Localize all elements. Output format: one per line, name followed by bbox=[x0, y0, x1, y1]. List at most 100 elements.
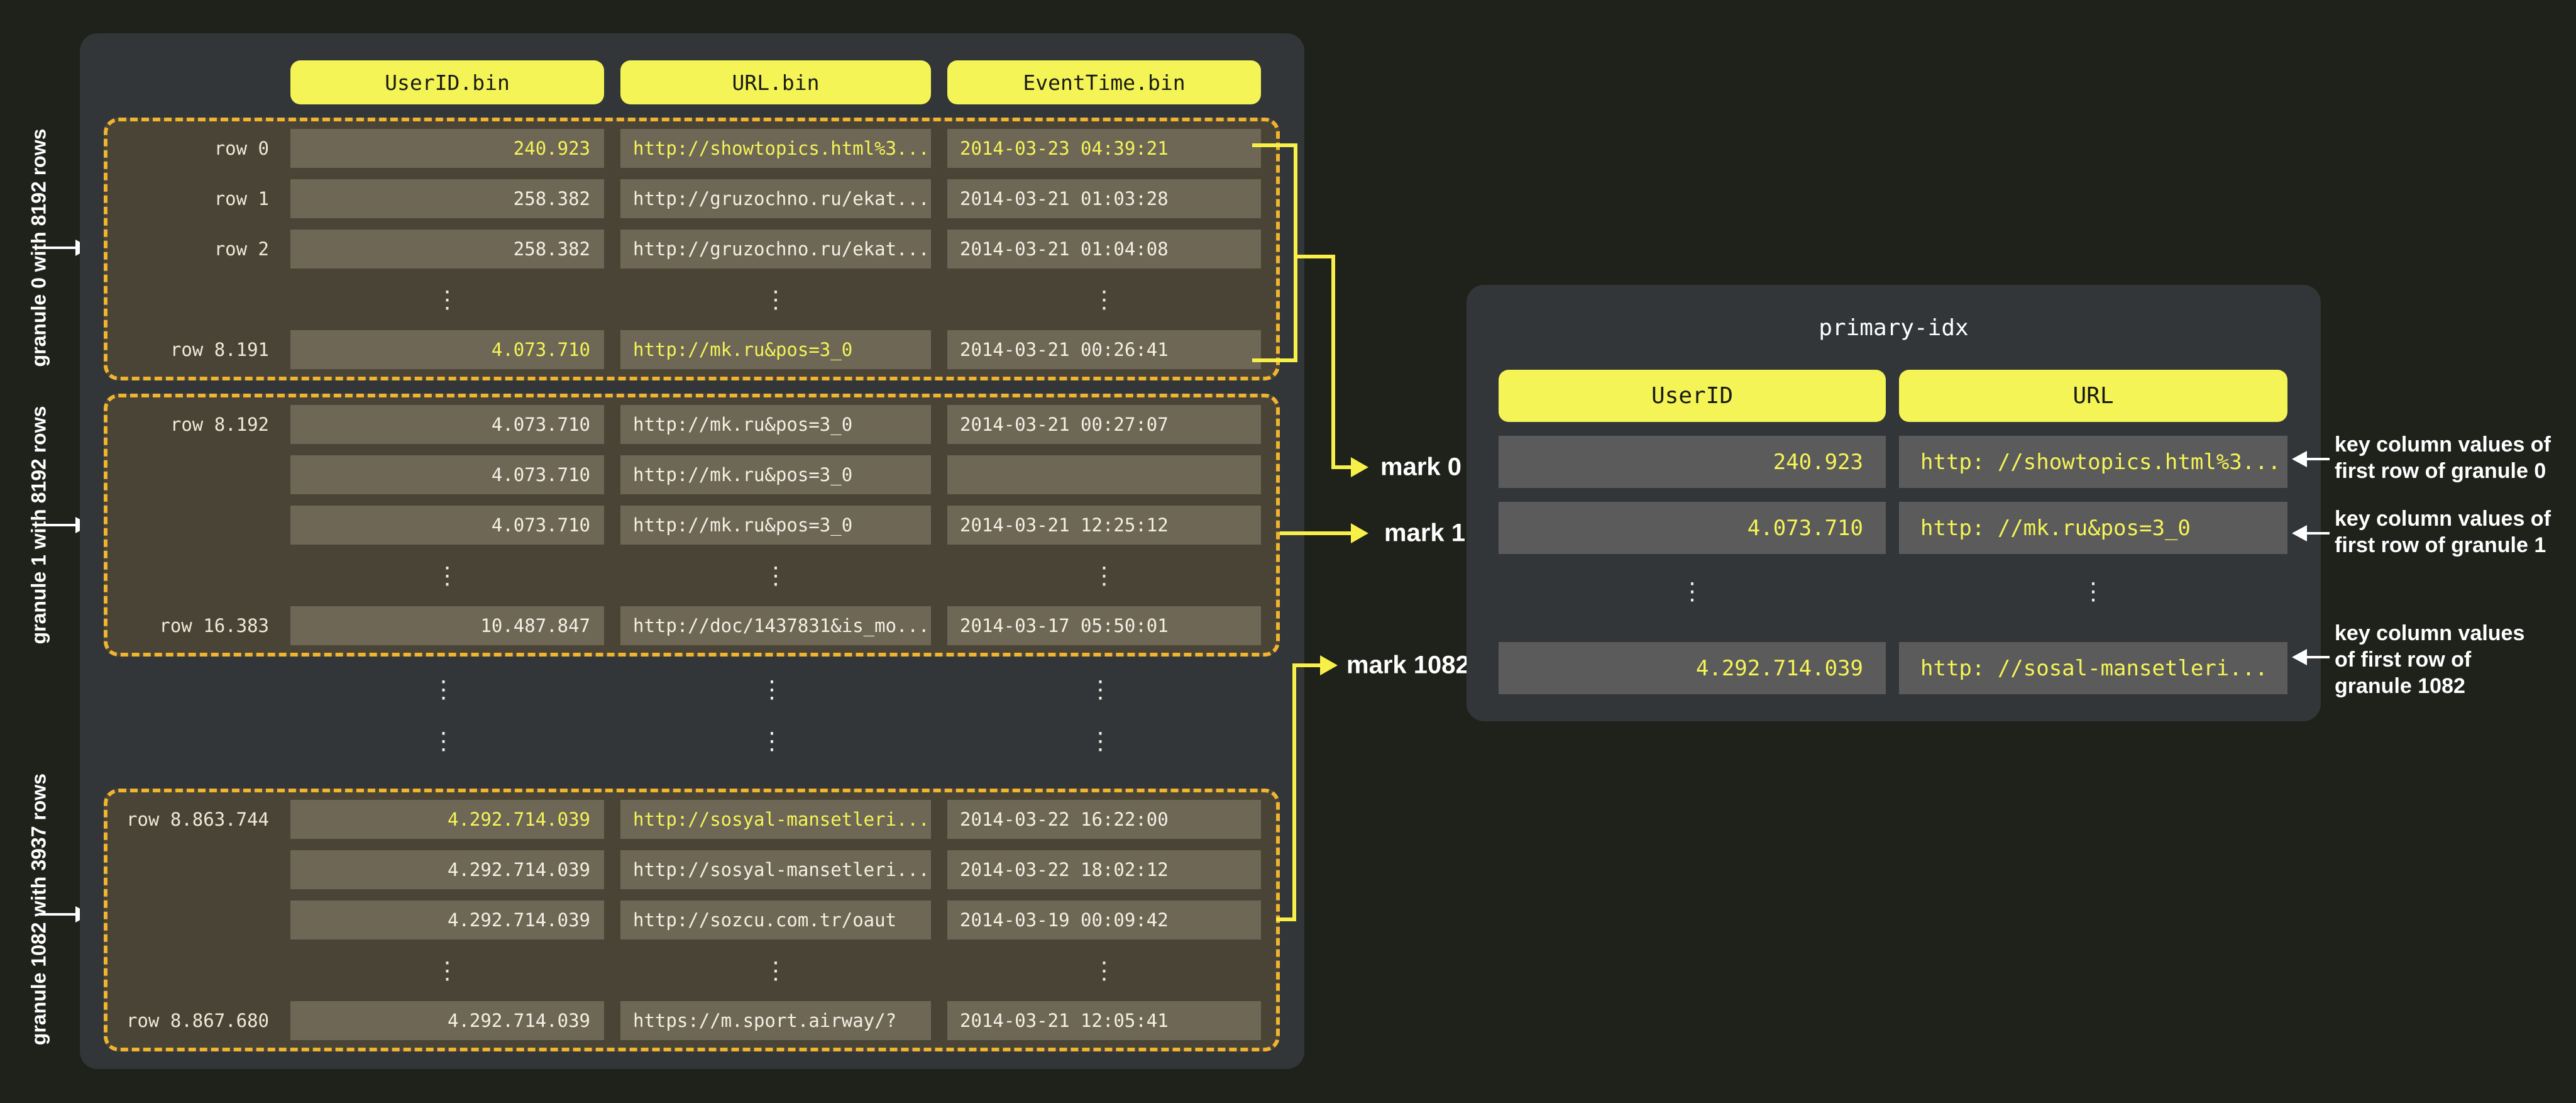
ellipsis: ⋮ bbox=[764, 956, 788, 984]
ellipsis: ⋮ bbox=[760, 675, 784, 703]
dots-row: ⋮ ⋮ ⋮ bbox=[104, 721, 1280, 760]
ellipsis: ⋮ bbox=[2081, 577, 2105, 605]
eventtime-cell: 2014-03-21 00:27:07 bbox=[947, 405, 1261, 444]
granule-gap: ⋮⋮⋮⋮⋮⋮ bbox=[104, 657, 1280, 773]
row-label: row 8.191 bbox=[170, 339, 269, 360]
row-label: row 16.383 bbox=[159, 615, 269, 636]
mark-1082-line-h bbox=[1292, 663, 1321, 667]
eventtime-cell: 2014-03-21 01:04:08 bbox=[947, 230, 1261, 269]
dots-row: ⋮⋮ bbox=[1499, 554, 2321, 628]
mark-1-line bbox=[1280, 531, 1351, 535]
row-label: row 0 bbox=[214, 138, 269, 159]
userid-cell: 4.073.710 bbox=[290, 506, 604, 545]
userid-cell: 4.292.714.039 bbox=[290, 1001, 604, 1040]
index-header-userid: UserID bbox=[1499, 370, 1886, 422]
mark-1082-stub bbox=[1276, 917, 1296, 921]
eventtime-cell: 2014-03-22 16:22:00 bbox=[947, 800, 1261, 839]
ellipsis: ⋮ bbox=[760, 727, 784, 755]
ellipsis: ⋮ bbox=[1092, 562, 1116, 589]
url-cell: http://sosyal-mansetleri... bbox=[620, 800, 931, 839]
userid-cell: 4.292.714.039 bbox=[290, 850, 604, 889]
url-cell: http://sozcu.com.tr/oaut bbox=[620, 901, 931, 939]
userid-cell: 4.073.710 bbox=[290, 330, 604, 369]
eventtime-cell: 2014-03-21 01:03:28 bbox=[947, 179, 1261, 218]
mark-1082-arrow-icon bbox=[1320, 655, 1338, 675]
annotation-1-arrow-line bbox=[2306, 532, 2330, 535]
url-cell: https://m.sport.airway/? bbox=[620, 1001, 931, 1040]
url-cell: http://showtopics.html%3... bbox=[620, 129, 931, 168]
dots-row: ⋮⋮⋮ bbox=[107, 951, 1276, 990]
mark-0-line bbox=[1331, 465, 1351, 469]
row-label: row 1 bbox=[214, 188, 269, 209]
ellipsis: ⋮ bbox=[431, 727, 456, 755]
url-cell: http://mk.ru&pos=3_0 bbox=[620, 506, 931, 545]
mark-0-bracket-line bbox=[1294, 143, 1297, 362]
annotation-line: key column values bbox=[2335, 621, 2525, 645]
mark-1-arrow-icon bbox=[1351, 523, 1368, 543]
granule-1082-arrow-line bbox=[40, 913, 75, 916]
annotation-line: granule 1082 bbox=[2335, 674, 2465, 698]
ellipsis: ⋮ bbox=[1680, 577, 1704, 605]
userid-cell: 4.292.714.039 bbox=[290, 800, 604, 839]
table-row: row 8.867.680 4.292.714.039 https://m.spor… bbox=[107, 1001, 1276, 1040]
url-cell: http: //mk.ru&pos=3_0 bbox=[1899, 502, 2287, 554]
mark-0-branch-v bbox=[1331, 255, 1335, 465]
mark-0-arrow-icon bbox=[1351, 457, 1368, 477]
row-label: row 2 bbox=[214, 238, 269, 260]
mark-1082-label: mark 1082 bbox=[1346, 651, 1470, 679]
userid-cell: 4.292.714.039 bbox=[1499, 642, 1886, 694]
eventtime-cell: 2014-03-22 18:02:12 bbox=[947, 850, 1261, 889]
eventtime-cell: 2014-03-23 04:39:21 bbox=[947, 129, 1261, 168]
eventtime-cell: 2014-03-17 05:50:01 bbox=[947, 606, 1261, 645]
index-header-url: URL bbox=[1899, 370, 2287, 422]
column-header-url-bin: URL.bin bbox=[620, 60, 931, 104]
ellipsis: ⋮ bbox=[1088, 675, 1113, 703]
userid-cell: 4.073.710 bbox=[290, 455, 604, 494]
ellipsis: ⋮ bbox=[764, 285, 788, 313]
ellipsis: ⋮ bbox=[1088, 727, 1113, 755]
table-row: row 16.383 10.487.847 http://doc/1437831&i… bbox=[107, 606, 1276, 645]
mark-0-branch-h bbox=[1294, 255, 1335, 258]
annotation-0-arrow-icon bbox=[2292, 451, 2307, 467]
mark-1-label: mark 1 bbox=[1384, 519, 1465, 547]
annotation-line: key column values of bbox=[2335, 507, 2551, 531]
annotation-0-arrow-line bbox=[2306, 458, 2330, 460]
row-label: row 8.867.680 bbox=[126, 1010, 269, 1031]
mark-1082-line-v bbox=[1292, 663, 1296, 921]
url-cell: http: //sosal-mansetleri... bbox=[1899, 642, 2287, 694]
userid-cell: 10.487.847 bbox=[290, 606, 604, 645]
column-header-userid-bin: UserID.bin bbox=[290, 60, 604, 104]
annotation-line: of first row of bbox=[2335, 648, 2472, 672]
column-header-eventtime-bin: EventTime.bin bbox=[947, 60, 1261, 104]
url-cell: http://mk.ru&pos=3_0 bbox=[620, 405, 931, 444]
annotation-1-arrow-icon bbox=[2292, 525, 2307, 541]
mark-0-bracket-top bbox=[1252, 143, 1297, 147]
column-headers: UserID.bin URL.bin EventTime.bin bbox=[290, 60, 1304, 104]
ellipsis: ⋮ bbox=[1092, 956, 1116, 984]
userid-cell: 4.292.714.039 bbox=[290, 901, 604, 939]
userid-cell: 258.382 bbox=[290, 230, 604, 269]
eventtime-cell: 2014-03-21 00:26:41 bbox=[947, 330, 1261, 369]
annotation-line: key column values of bbox=[2335, 433, 2551, 457]
granule-0-arrow-line bbox=[40, 247, 75, 249]
annotation-2-arrow-icon bbox=[2292, 649, 2307, 665]
eventtime-cell: 2014-03-21 12:05:41 bbox=[947, 1001, 1261, 1040]
url-cell: http://doc/1437831&is_mo... bbox=[620, 606, 931, 645]
userid-cell: 4.073.710 bbox=[290, 405, 604, 444]
annotation-2-arrow-line bbox=[2306, 656, 2330, 658]
